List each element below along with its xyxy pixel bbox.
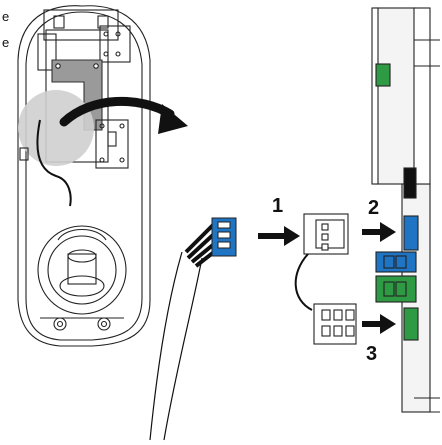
step-label-1: 1 <box>272 195 284 217</box>
control-board-icon <box>371 7 440 413</box>
charger-housing-icon <box>17 5 151 347</box>
arrow-icon <box>258 222 396 334</box>
step-label-3: 3 <box>366 343 378 365</box>
step-label-2: 2 <box>368 197 380 219</box>
adapter-connector-icon <box>294 213 357 345</box>
edge-text-1: e <box>2 9 10 24</box>
highlight-area <box>18 90 94 166</box>
cable-bundle-icon <box>149 217 237 441</box>
curved-arrow-icon <box>59 96 175 127</box>
edge-text-2: e <box>2 35 10 50</box>
